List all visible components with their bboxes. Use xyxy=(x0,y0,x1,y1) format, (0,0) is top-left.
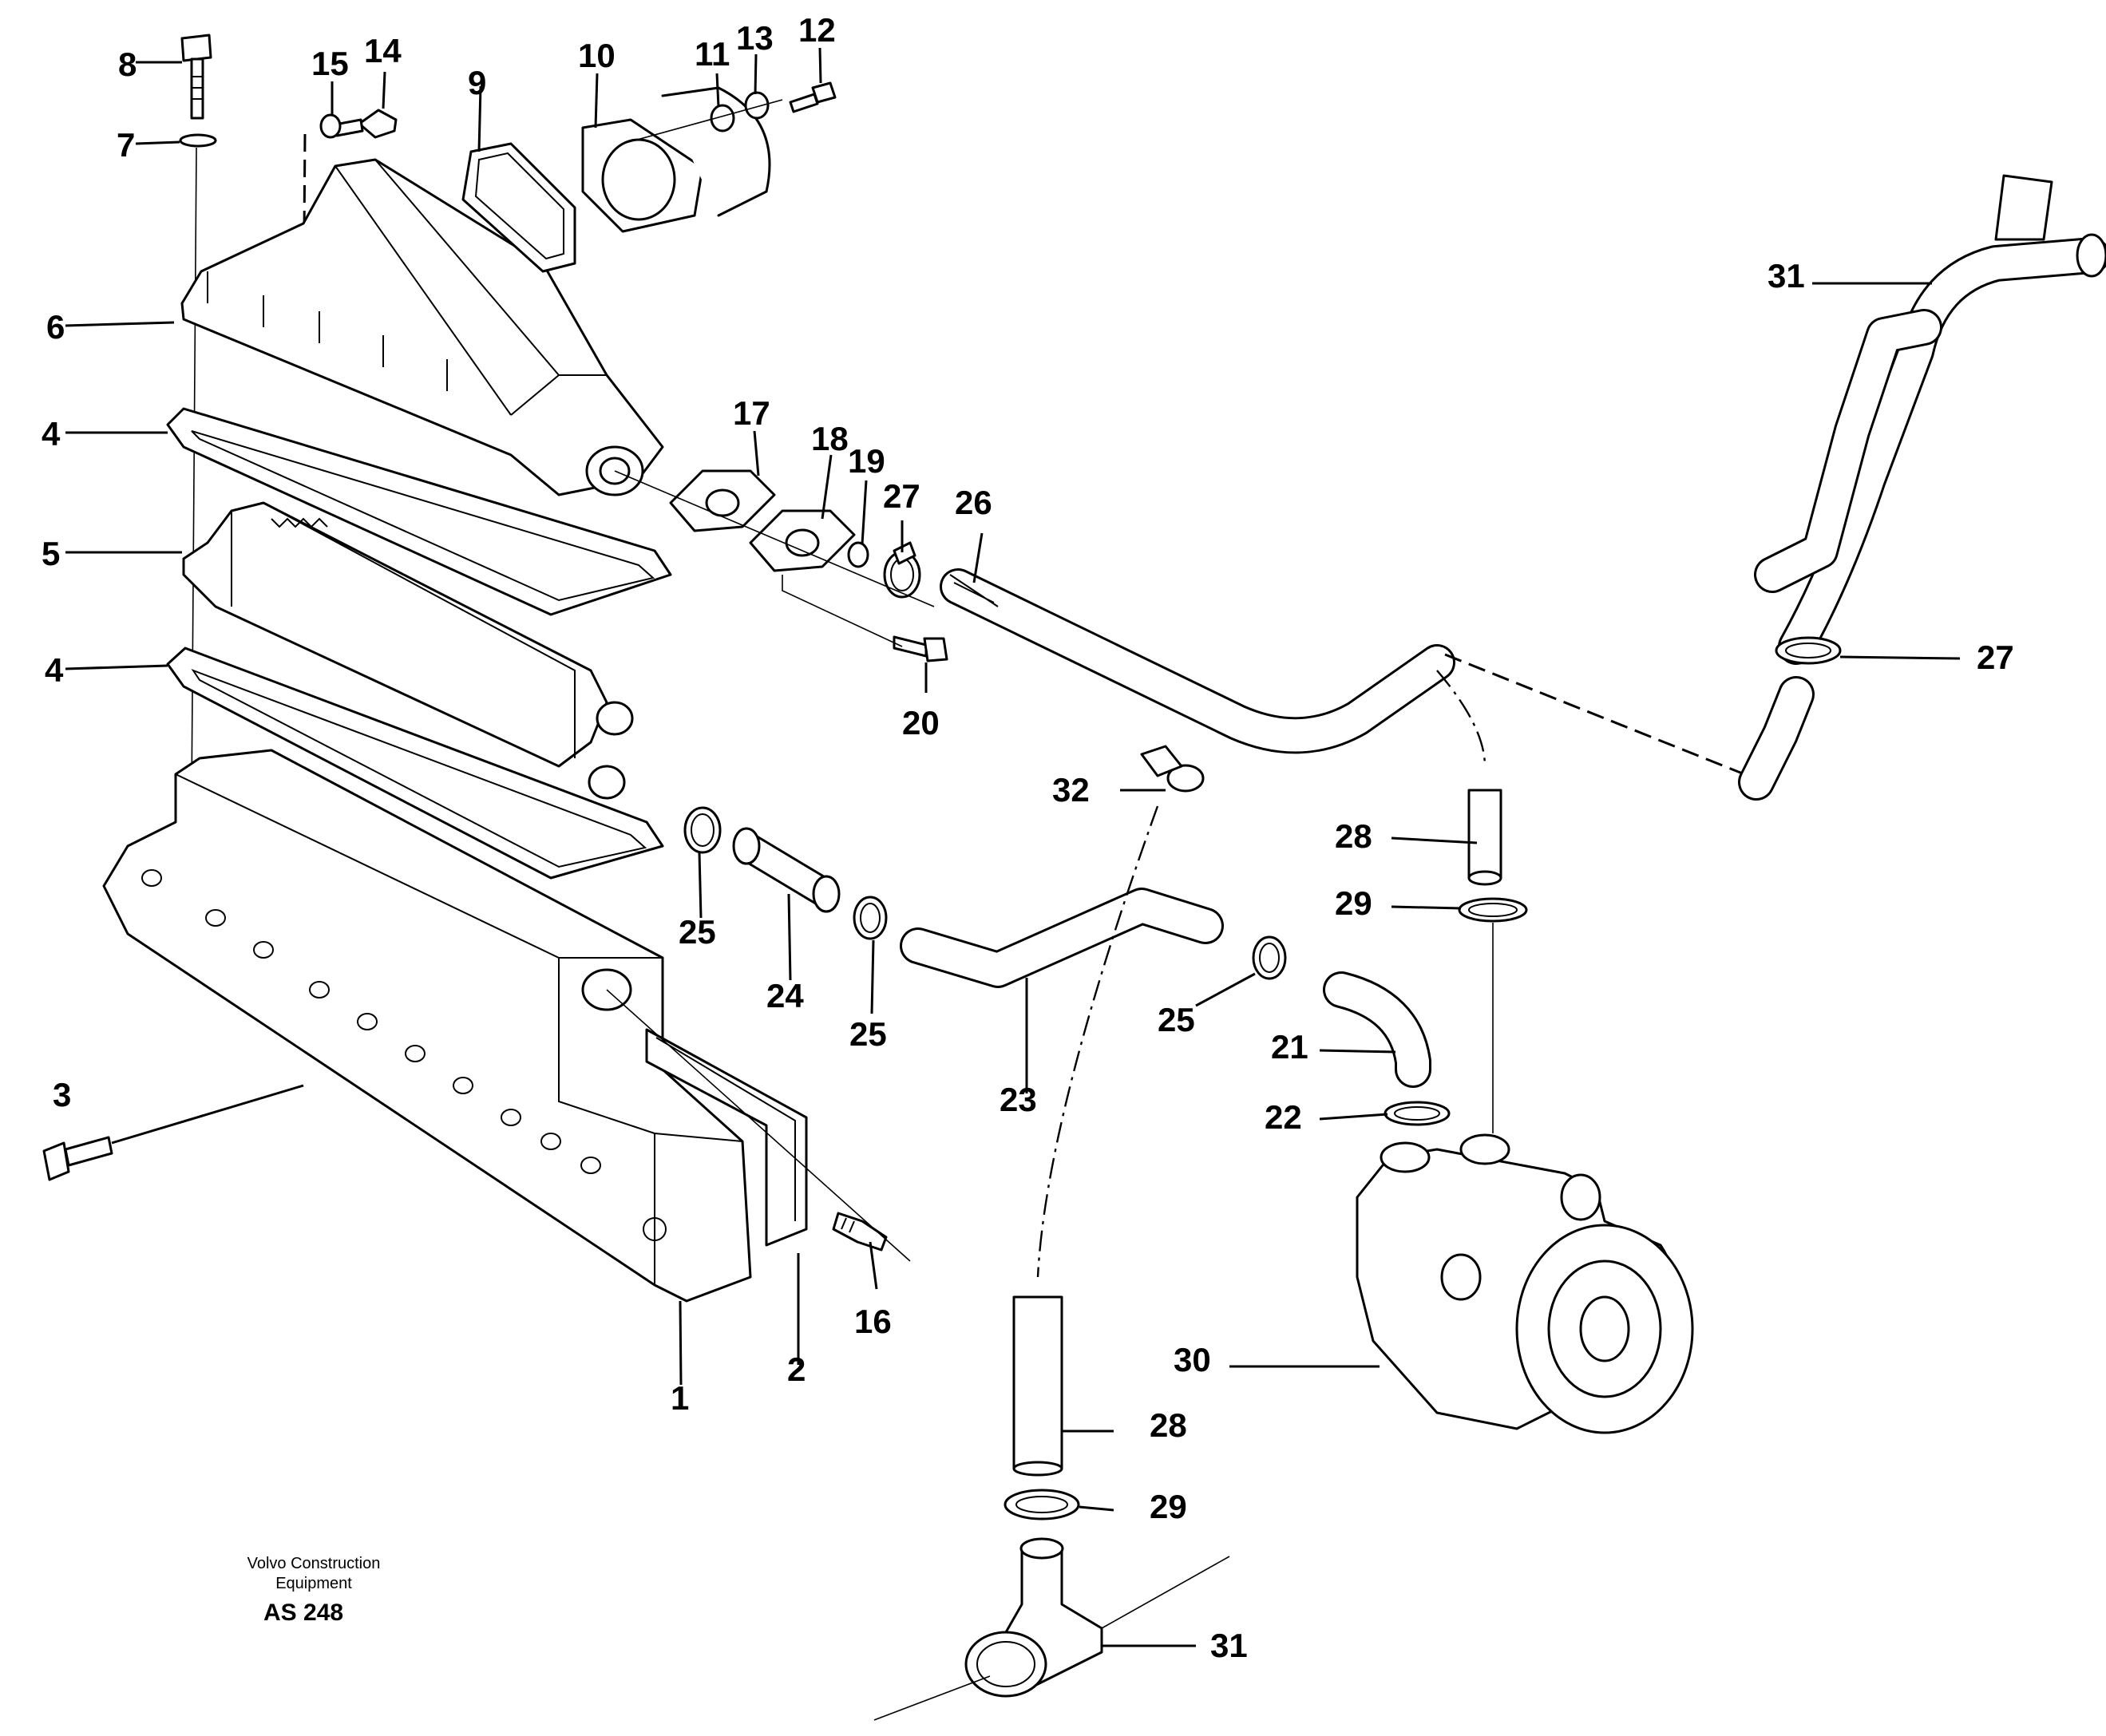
assembly-axis xyxy=(606,989,911,1262)
callout-4-upper: 4 xyxy=(42,415,61,453)
callout-26: 26 xyxy=(955,484,992,521)
callout-4-lower: 4 xyxy=(45,651,64,689)
flange-part-17 xyxy=(669,469,776,532)
callout-24: 24 xyxy=(766,977,804,1014)
elbow-hose-part-21 xyxy=(1323,971,1431,1088)
dashdot-guide xyxy=(1036,805,1159,1278)
cooler-core-part-5 xyxy=(182,501,634,800)
callout-27-upper: 27 xyxy=(883,477,920,515)
caption-company-line2: Equipment xyxy=(275,1575,352,1592)
clamp-part-25-right xyxy=(1252,935,1287,980)
callout-8: 8 xyxy=(118,45,137,83)
t-piece-part-31-lower xyxy=(964,1537,1103,1698)
clamp-part-27-upper xyxy=(883,541,921,599)
gasket-part-9 xyxy=(461,142,576,273)
callout-18: 18 xyxy=(811,420,849,457)
ring-part-11 xyxy=(710,104,735,132)
washer-part-7 xyxy=(179,133,217,148)
callout-20: 20 xyxy=(902,704,940,741)
sensor-part-16 xyxy=(832,1212,888,1252)
clamp-part-25-left xyxy=(683,806,722,854)
callout-19: 19 xyxy=(848,442,885,480)
bolt-part-8 xyxy=(180,34,212,120)
callout-31-upper: 31 xyxy=(1768,257,1805,295)
bolt-part-3 xyxy=(42,1084,304,1181)
top-cover-part-6 xyxy=(180,158,664,496)
washer-part-15 xyxy=(319,113,342,139)
caption-drawing-code: AS 248 xyxy=(263,1600,343,1626)
callout-31-lower: 31 xyxy=(1210,1627,1248,1664)
flange-part-18 xyxy=(749,509,856,572)
flange-part-10 xyxy=(581,86,771,233)
clamp-part-29-lower xyxy=(1004,1489,1080,1520)
callout-25-middle: 25 xyxy=(849,1015,887,1053)
hose-part-28-upper xyxy=(1467,789,1502,886)
callout-17: 17 xyxy=(733,394,770,432)
lower-housing-part-1 xyxy=(102,749,752,1303)
callout-32: 32 xyxy=(1052,771,1090,809)
assembly-axis xyxy=(622,99,783,144)
callout-16: 16 xyxy=(854,1303,892,1340)
callout-7: 7 xyxy=(117,126,135,164)
clamp-part-29-upper xyxy=(1458,897,1528,923)
callout-28-upper: 28 xyxy=(1335,817,1372,855)
callout-22: 22 xyxy=(1265,1098,1302,1136)
caption-company: Volvo Construction xyxy=(247,1555,381,1572)
screw-part-12 xyxy=(789,81,837,113)
dashed-connection xyxy=(1444,653,1765,784)
hose-stub-right xyxy=(1738,676,1815,801)
assembly-axis xyxy=(873,1556,1230,1721)
callout-23: 23 xyxy=(1000,1081,1037,1118)
callout-5: 5 xyxy=(42,535,60,572)
dashdot-guide xyxy=(1436,670,1486,767)
callout-2: 2 xyxy=(787,1350,806,1388)
callout-28-lower: 28 xyxy=(1150,1406,1187,1444)
callout-9: 9 xyxy=(468,64,486,101)
caption: Volvo Construction Equipment AS 248 xyxy=(247,1555,381,1626)
callout-29-lower: 29 xyxy=(1150,1488,1187,1525)
callout-27-right: 27 xyxy=(1977,639,2014,676)
gasket-part-2 xyxy=(645,1028,808,1247)
callout-labels: 8 7 6 4 5 4 3 9 10 11 13 12 15 14 17 18 … xyxy=(42,11,2014,1664)
bolt-part-20 xyxy=(893,635,948,662)
callout-12: 12 xyxy=(798,11,836,49)
callout-13: 13 xyxy=(736,19,774,57)
callout-1: 1 xyxy=(671,1379,689,1417)
assembly-axis xyxy=(782,575,903,647)
pipe-part-23 xyxy=(900,888,1224,988)
callout-14: 14 xyxy=(364,32,402,69)
gasket-part-4-upper xyxy=(166,407,672,616)
callout-10: 10 xyxy=(578,37,616,74)
callout-15: 15 xyxy=(311,45,349,82)
assembly-axis xyxy=(191,147,197,799)
hose-part-24 xyxy=(732,827,841,913)
callout-11: 11 xyxy=(695,35,730,73)
assembly-axis xyxy=(614,470,935,607)
water-pump-part-30 xyxy=(1356,1133,1694,1434)
clamp-part-25-middle xyxy=(853,896,888,940)
clamp-part-27-right xyxy=(1775,636,1842,665)
callout-25-right: 25 xyxy=(1158,1001,1195,1038)
hose-part-28-lower xyxy=(1012,1295,1063,1477)
o-ring-part-19 xyxy=(847,541,869,568)
clamp-part-22 xyxy=(1384,1101,1451,1126)
callout-6: 6 xyxy=(46,308,65,346)
gasket-part-4-lower xyxy=(166,647,664,880)
screw-part-14 xyxy=(334,109,398,139)
clamp-part-32 xyxy=(1140,745,1205,793)
callout-21: 21 xyxy=(1271,1028,1308,1066)
hose-part-26 xyxy=(940,568,1455,754)
callout-30: 30 xyxy=(1174,1341,1211,1378)
pipe-part-31-upper xyxy=(1754,174,2106,665)
leader-lines xyxy=(65,47,1961,1647)
callout-3: 3 xyxy=(53,1076,71,1113)
callout-25-left: 25 xyxy=(679,913,716,951)
washer-part-13 xyxy=(744,91,770,120)
callout-29-upper: 29 xyxy=(1335,884,1372,922)
